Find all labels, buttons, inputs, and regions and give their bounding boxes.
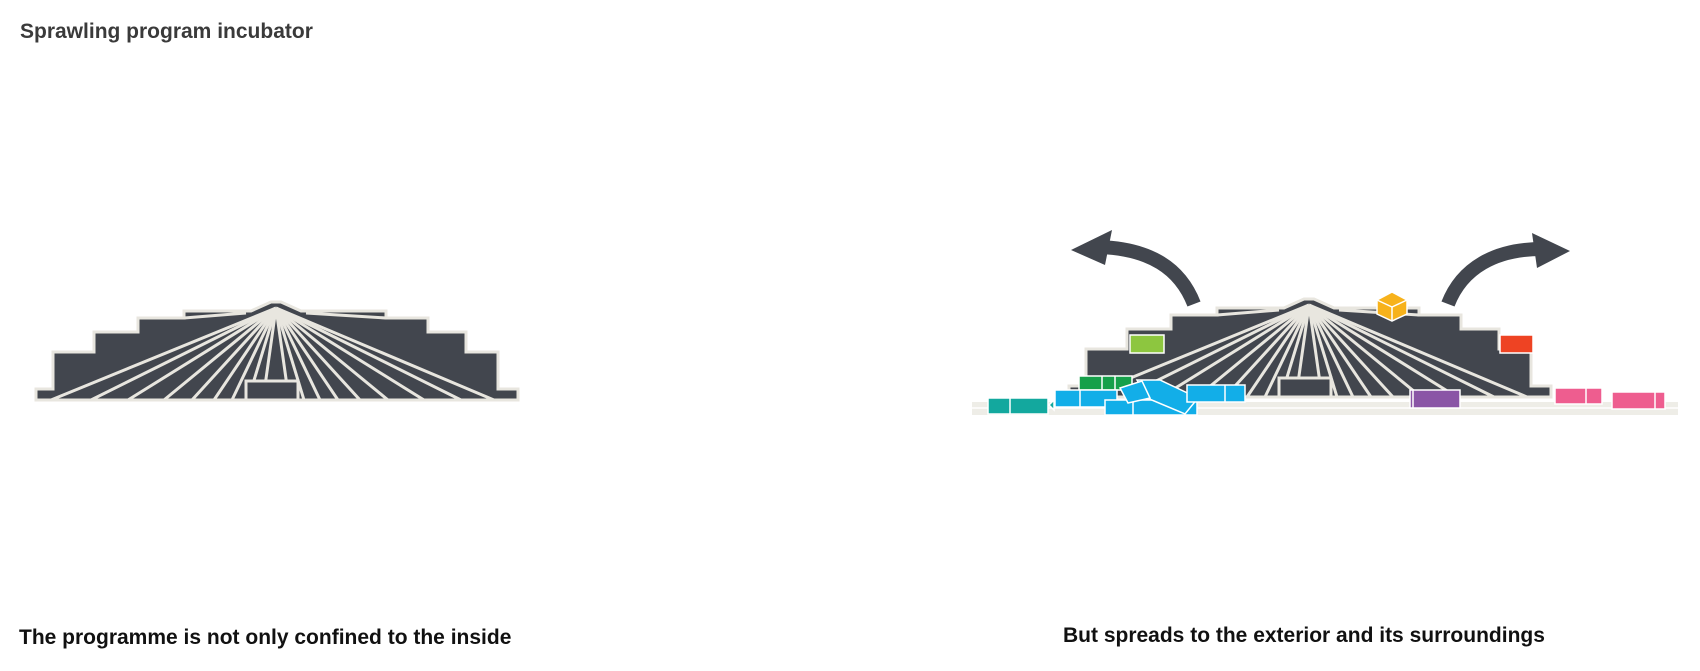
program-block-lime — [1129, 334, 1165, 354]
program-block-purple — [1409, 389, 1461, 409]
program-block-cyan-5 — [1186, 384, 1246, 403]
program-block-pink-2 — [1611, 391, 1666, 410]
arrow-right-icon — [1441, 233, 1570, 307]
program-block-cyan-4 — [1118, 380, 1152, 404]
arrow-left-icon — [1071, 230, 1201, 307]
caption-left: The programme is not only confined to th… — [19, 626, 512, 649]
program-blocks — [987, 291, 1666, 416]
program-block-teal-small — [1047, 398, 1055, 412]
caption-right: But spreads to the exterior and its surr… — [1063, 624, 1545, 647]
program-block-cyan-1 — [1054, 389, 1118, 408]
building-left — [34, 300, 520, 402]
left-panel — [34, 300, 520, 402]
program-block-red — [1499, 334, 1534, 354]
program-block-teal — [987, 397, 1049, 415]
right-panel — [972, 230, 1678, 416]
page-title: Sprawling program incubator — [20, 20, 313, 43]
program-block-pink-1 — [1554, 387, 1603, 405]
